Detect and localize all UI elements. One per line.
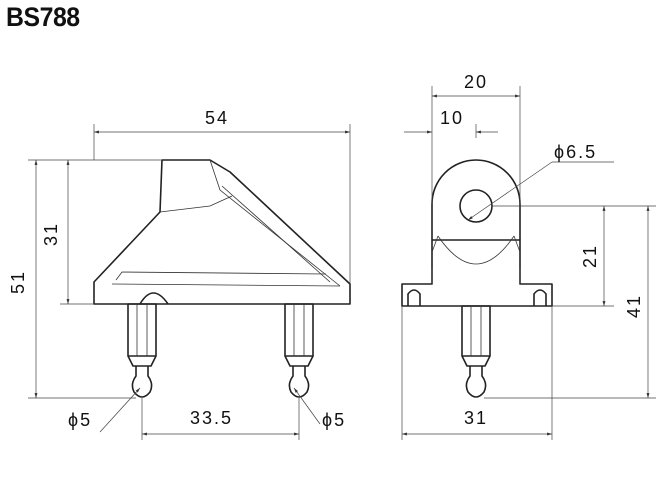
side-upper-lug <box>431 159 521 240</box>
side-view: 20 10 ϕ6.5 21 41 31 <box>401 72 656 440</box>
front-right-pin <box>284 303 314 398</box>
dim-side-width-top: 20 <box>464 72 488 92</box>
front-body-outline <box>93 159 351 305</box>
dim-hole-dia: ϕ6.5 <box>554 142 597 162</box>
dim-side-half-width: 10 <box>440 108 464 128</box>
dim-side-hole-height: 21 <box>580 244 600 268</box>
dim-pin-dia-left: ϕ5 <box>68 410 92 430</box>
front-view: 54 31 51 33.5 ϕ5 ϕ5 <box>8 108 351 440</box>
dim-pin-spacing: 33.5 <box>190 408 233 428</box>
side-pin <box>461 305 491 398</box>
dim-pin-dia-right: ϕ5 <box>322 410 346 430</box>
dim-front-height-total: 51 <box>8 270 28 294</box>
dim-side-base-width: 31 <box>464 408 488 428</box>
front-left-pin <box>127 303 157 398</box>
dim-front-width: 54 <box>205 108 229 128</box>
side-hole <box>459 189 493 223</box>
dim-side-total-height: 41 <box>624 294 644 318</box>
side-base-plate <box>401 239 553 307</box>
drawing-title: BS788 <box>6 2 80 32</box>
dim-front-height-upper: 31 <box>41 222 61 246</box>
